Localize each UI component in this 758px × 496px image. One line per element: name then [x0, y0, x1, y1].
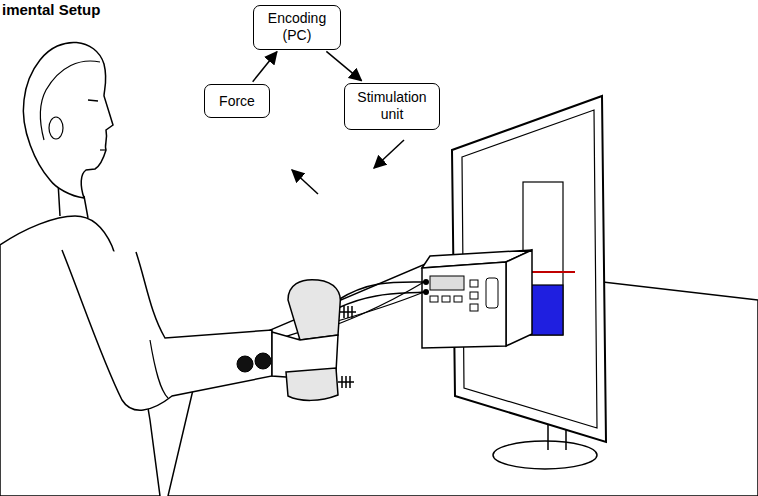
device-button: [430, 296, 438, 302]
force-arrow: [292, 170, 318, 194]
grip-device-bottom: [286, 368, 338, 400]
sleeve-edge: [150, 340, 168, 398]
grip-device-top: [288, 280, 340, 340]
ear: [49, 117, 63, 139]
arm: [62, 250, 272, 410]
electrode: [237, 356, 253, 372]
flow-arrow: [326, 51, 361, 80]
monitor-base: [493, 441, 597, 469]
device-button: [470, 280, 478, 287]
device-front: [422, 262, 506, 348]
head: [23, 42, 113, 198]
grip-screw: [340, 306, 356, 318]
box-label: Stimulation unit: [352, 89, 432, 123]
device-display: [430, 276, 464, 290]
process-box: Force: [204, 84, 270, 118]
process-box: Encoding (PC): [253, 5, 341, 50]
device-button: [470, 304, 478, 311]
stimulation-arrow: [374, 140, 404, 168]
electrode: [255, 353, 271, 369]
device-side: [506, 250, 532, 346]
device-button: [442, 296, 450, 302]
device-button: [470, 292, 478, 299]
process-box: Stimulation unit: [344, 83, 440, 130]
eye: [88, 100, 98, 101]
device-switch: [486, 278, 498, 308]
hair-line: [41, 61, 101, 140]
box-label: Force: [219, 93, 255, 110]
device-button: [454, 296, 462, 302]
flow-arrow: [253, 52, 277, 82]
figure-heading: imental Setup: [2, 1, 100, 18]
box-label: Encoding (PC): [261, 10, 333, 44]
grip-screw: [338, 376, 354, 388]
lips: [100, 149, 106, 150]
